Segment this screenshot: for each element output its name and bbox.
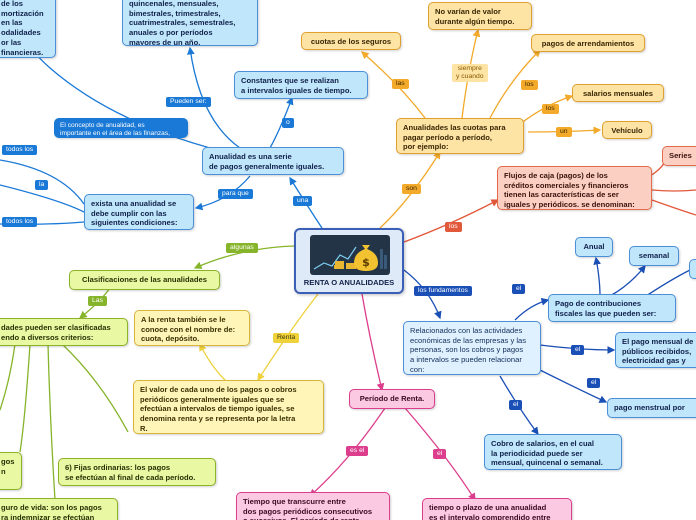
node-seguro-vida[interactable]: guro de vida: son los pagos ra indemniza… — [0, 498, 118, 520]
node-concepto-anualidad[interactable]: El concepto de anualidad, es importante … — [54, 118, 188, 138]
label-todos-los-2: todos los — [2, 217, 38, 228]
money-bag-icon: $ — [310, 235, 390, 275]
label-el-5: el — [433, 449, 447, 460]
node-vehiculo[interactable]: Vehículo — [602, 121, 652, 139]
node-pago-servicios[interactable]: El pago mensual de públicos recibidos, e… — [615, 332, 696, 368]
label-el-4: el — [509, 400, 523, 411]
label-renta: Renta — [273, 333, 300, 344]
label-los-fundamentos: los fundamentos — [414, 286, 472, 297]
node-series[interactable]: Series — [662, 146, 696, 166]
node-salarios-mensuales[interactable]: salarios mensuales — [572, 84, 664, 102]
node-tiempo-transcurre[interactable]: Tiempo que transcurre entre dos pagos pe… — [236, 492, 390, 520]
label-es-el: es el — [346, 446, 369, 457]
node-anualidad-serie[interactable]: Anualidad es una serie de pagos generalm… — [202, 147, 344, 175]
label-son: son — [402, 184, 421, 195]
label-pueden-ser: Pueden ser: — [166, 97, 211, 108]
label-las-1: las — [392, 79, 409, 90]
node-pagos-arrendamiento[interactable]: pagos de arrendamientos — [531, 34, 645, 52]
node-relacionados[interactable]: Relacionados con las actividades económi… — [403, 321, 541, 375]
label-todos-los-1: todos los — [2, 145, 38, 156]
label-los-3: los — [445, 222, 462, 233]
label-los-1: los — [521, 80, 538, 91]
node-no-varian[interactable]: No varían de valor durante algún tiempo. — [428, 2, 532, 30]
svg-text:$: $ — [362, 256, 370, 269]
label-para-que: para que — [218, 189, 253, 200]
node-tiempo-plazo[interactable]: tiempo o plazo de una anualidad es el in… — [422, 498, 572, 520]
label-la: la — [35, 180, 49, 191]
label-el-2: el — [571, 345, 585, 356]
node-renta-nombre[interactable]: A la renta también se le conoce con el n… — [134, 310, 250, 346]
node-cuotas-seguros[interactable]: cuotas de los seguros — [301, 32, 401, 50]
label-el-1: el — [512, 284, 526, 295]
node-periodos[interactable]: quincenales, mensuales, bimestrales, tri… — [122, 0, 258, 46]
label-o: o — [282, 118, 294, 129]
node-pago-menstrual[interactable]: pago menstrual por — [607, 398, 696, 418]
node-semanal[interactable]: semanal — [629, 246, 679, 266]
node-anualidades-cuotas[interactable]: Anualidades las cuotas para pagar períod… — [396, 118, 524, 154]
label-el-3: el — [587, 378, 601, 389]
label-las-2: Las — [88, 296, 107, 307]
node-constantes[interactable]: Constantes que se realizan a intervalos … — [234, 71, 368, 99]
label-algunas: algunas — [226, 243, 258, 254]
node-periodo-renta[interactable]: Período de Renta. — [349, 389, 435, 409]
central-topic[interactable]: $ RENTA O ANUALIDADES — [294, 228, 404, 294]
label-los-2: los — [542, 104, 559, 115]
node-cobro-salarios[interactable]: Cobro de salarios, en el cual la periodi… — [484, 434, 622, 470]
label-siempre-y-cuando: siempre y cuando — [452, 64, 488, 83]
node-pago-contribuciones[interactable]: Pago de contribuciones fiscales las que … — [548, 294, 676, 322]
node-clasificaciones[interactable]: Clasificaciones de las anualidades — [69, 270, 220, 290]
node-pagos-fragment[interactable]: gos n — [0, 452, 22, 490]
node-amortizacion-fragment[interactable]: de los mortización en las odalidades or … — [0, 0, 56, 58]
label-un: un — [556, 127, 572, 138]
node-offscreen-right[interactable] — [689, 259, 696, 279]
node-fijas-ordinarias[interactable]: 6) Fijas ordinarias: los pagos se efectú… — [58, 458, 216, 486]
node-anual[interactable]: Anual — [575, 237, 613, 257]
central-topic-title: RENTA O ANUALIDADES — [303, 278, 395, 287]
label-una: una — [293, 196, 313, 207]
node-condiciones[interactable]: exista una anualidad se debe cumplir con… — [84, 194, 194, 230]
node-valor-pagos[interactable]: El valor de cada uno de los pagos o cobr… — [133, 380, 324, 434]
node-criterios[interactable]: dades pueden ser clasificadas endo a div… — [0, 318, 128, 346]
node-flujos-caja[interactable]: Flujos de caja (pagos) de los créditos c… — [497, 166, 652, 210]
